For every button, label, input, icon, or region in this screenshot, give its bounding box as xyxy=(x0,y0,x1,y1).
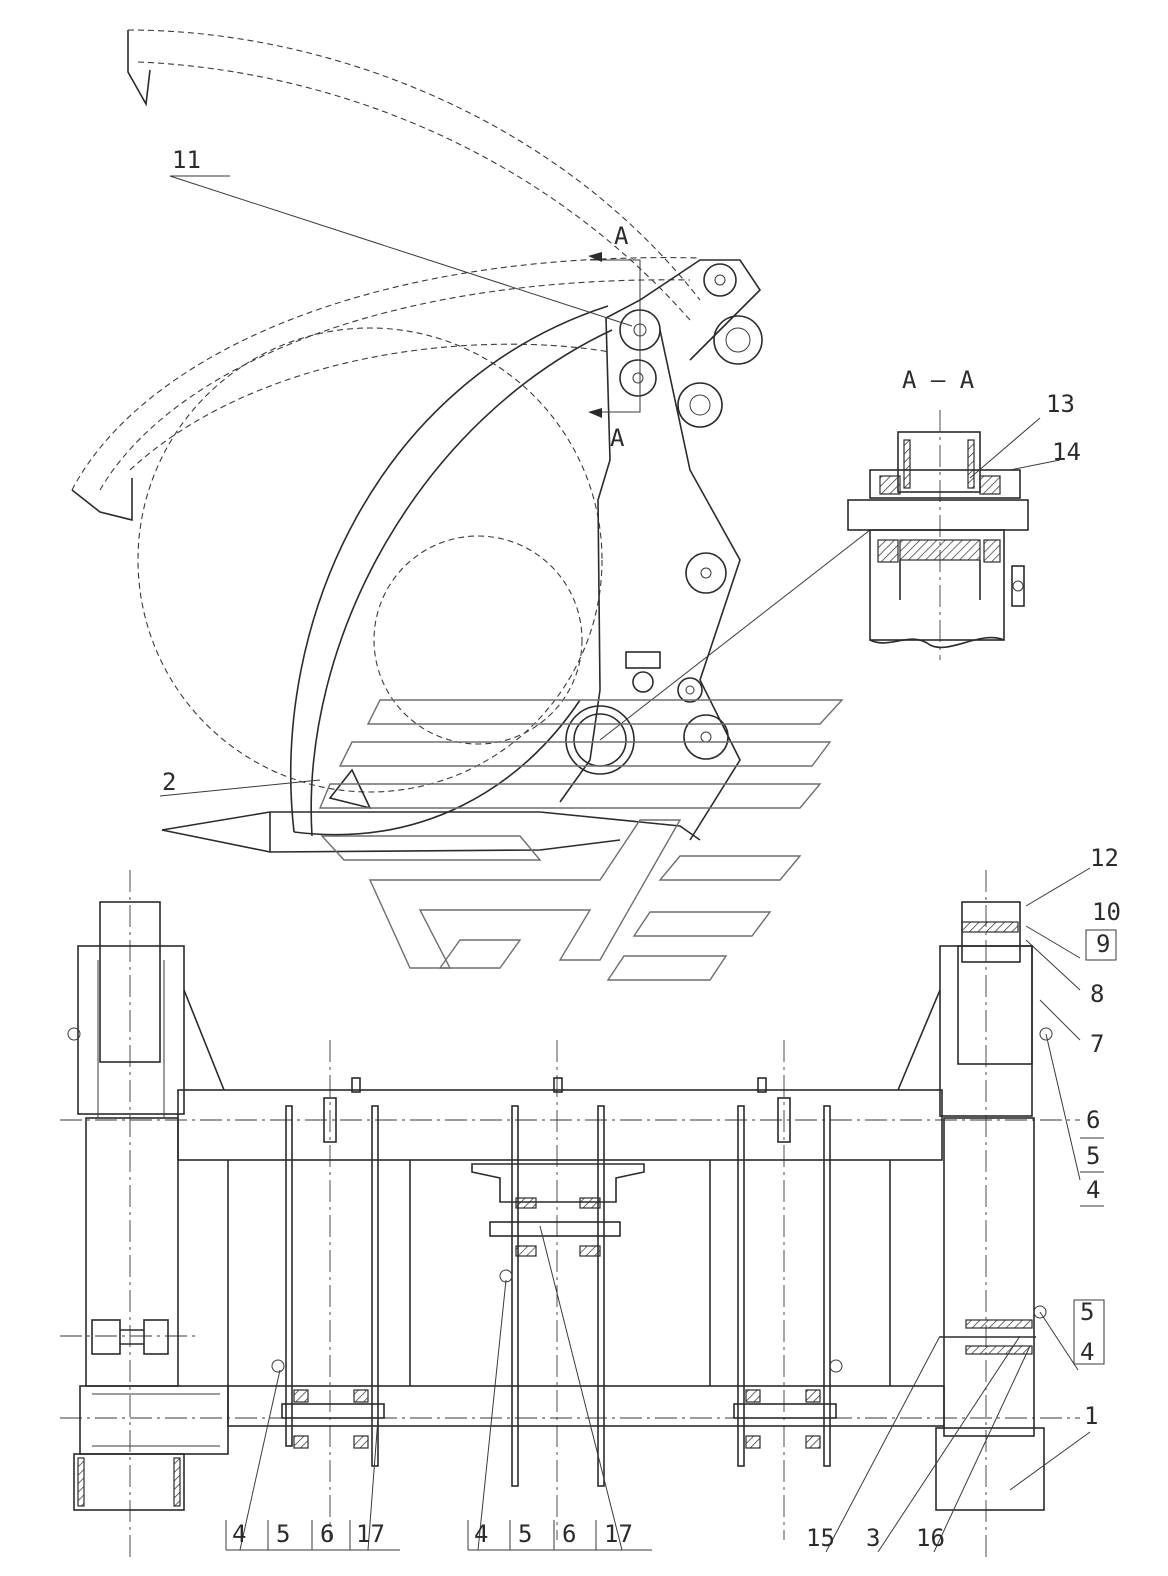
tine-plates xyxy=(285,1105,831,1487)
bottom-balloon-6-a: 6 xyxy=(320,1520,334,1548)
frame-plan-view xyxy=(60,867,1091,1560)
section-mark-a-bottom: A xyxy=(610,424,625,452)
balloon-12: 12 xyxy=(1090,844,1119,872)
bottom-balloon-5-a: 5 xyxy=(276,1520,290,1548)
section-title: A — A xyxy=(902,366,975,394)
balloon-4-lower: 4 xyxy=(1080,1338,1094,1366)
balloon-1: 1 xyxy=(1084,1402,1098,1430)
bottom-balloon-17-a: 17 xyxy=(356,1520,385,1548)
labels: A A A — A 11 2 13 14 12 10 9 8 7 6 5 4 5… xyxy=(162,146,1121,1552)
balloon-4: 4 xyxy=(1086,1176,1100,1204)
grapple-side-view xyxy=(71,29,871,853)
bottom-balloon-6-b: 6 xyxy=(562,1520,576,1548)
balloon-2: 2 xyxy=(162,768,176,796)
balloon-15: 15 xyxy=(806,1524,835,1552)
section-mark-a-top: A xyxy=(614,222,629,250)
balloon-7: 7 xyxy=(1090,1030,1104,1058)
balloon-8: 8 xyxy=(1090,980,1104,1008)
bottom-balloon-17-b: 17 xyxy=(604,1520,633,1548)
balloon-16: 16 xyxy=(916,1524,945,1552)
balloon-14: 14 xyxy=(1052,438,1081,466)
logo-watermark xyxy=(318,699,844,981)
balloon-11: 11 xyxy=(172,146,201,174)
balloon-5-lower: 5 xyxy=(1080,1298,1094,1326)
bottom-balloon-5-b: 5 xyxy=(518,1520,532,1548)
balloon-6: 6 xyxy=(1086,1106,1100,1134)
balloon-10: 10 xyxy=(1092,898,1121,926)
bottom-balloon-4-a: 4 xyxy=(232,1520,246,1548)
section-a-a-view xyxy=(847,410,1061,660)
bottom-balloon-4-b: 4 xyxy=(474,1520,488,1548)
balloon-5: 5 xyxy=(1086,1142,1100,1170)
balloon-9: 9 xyxy=(1096,930,1110,958)
balloon-3: 3 xyxy=(866,1524,880,1552)
balloon-13: 13 xyxy=(1046,390,1075,418)
